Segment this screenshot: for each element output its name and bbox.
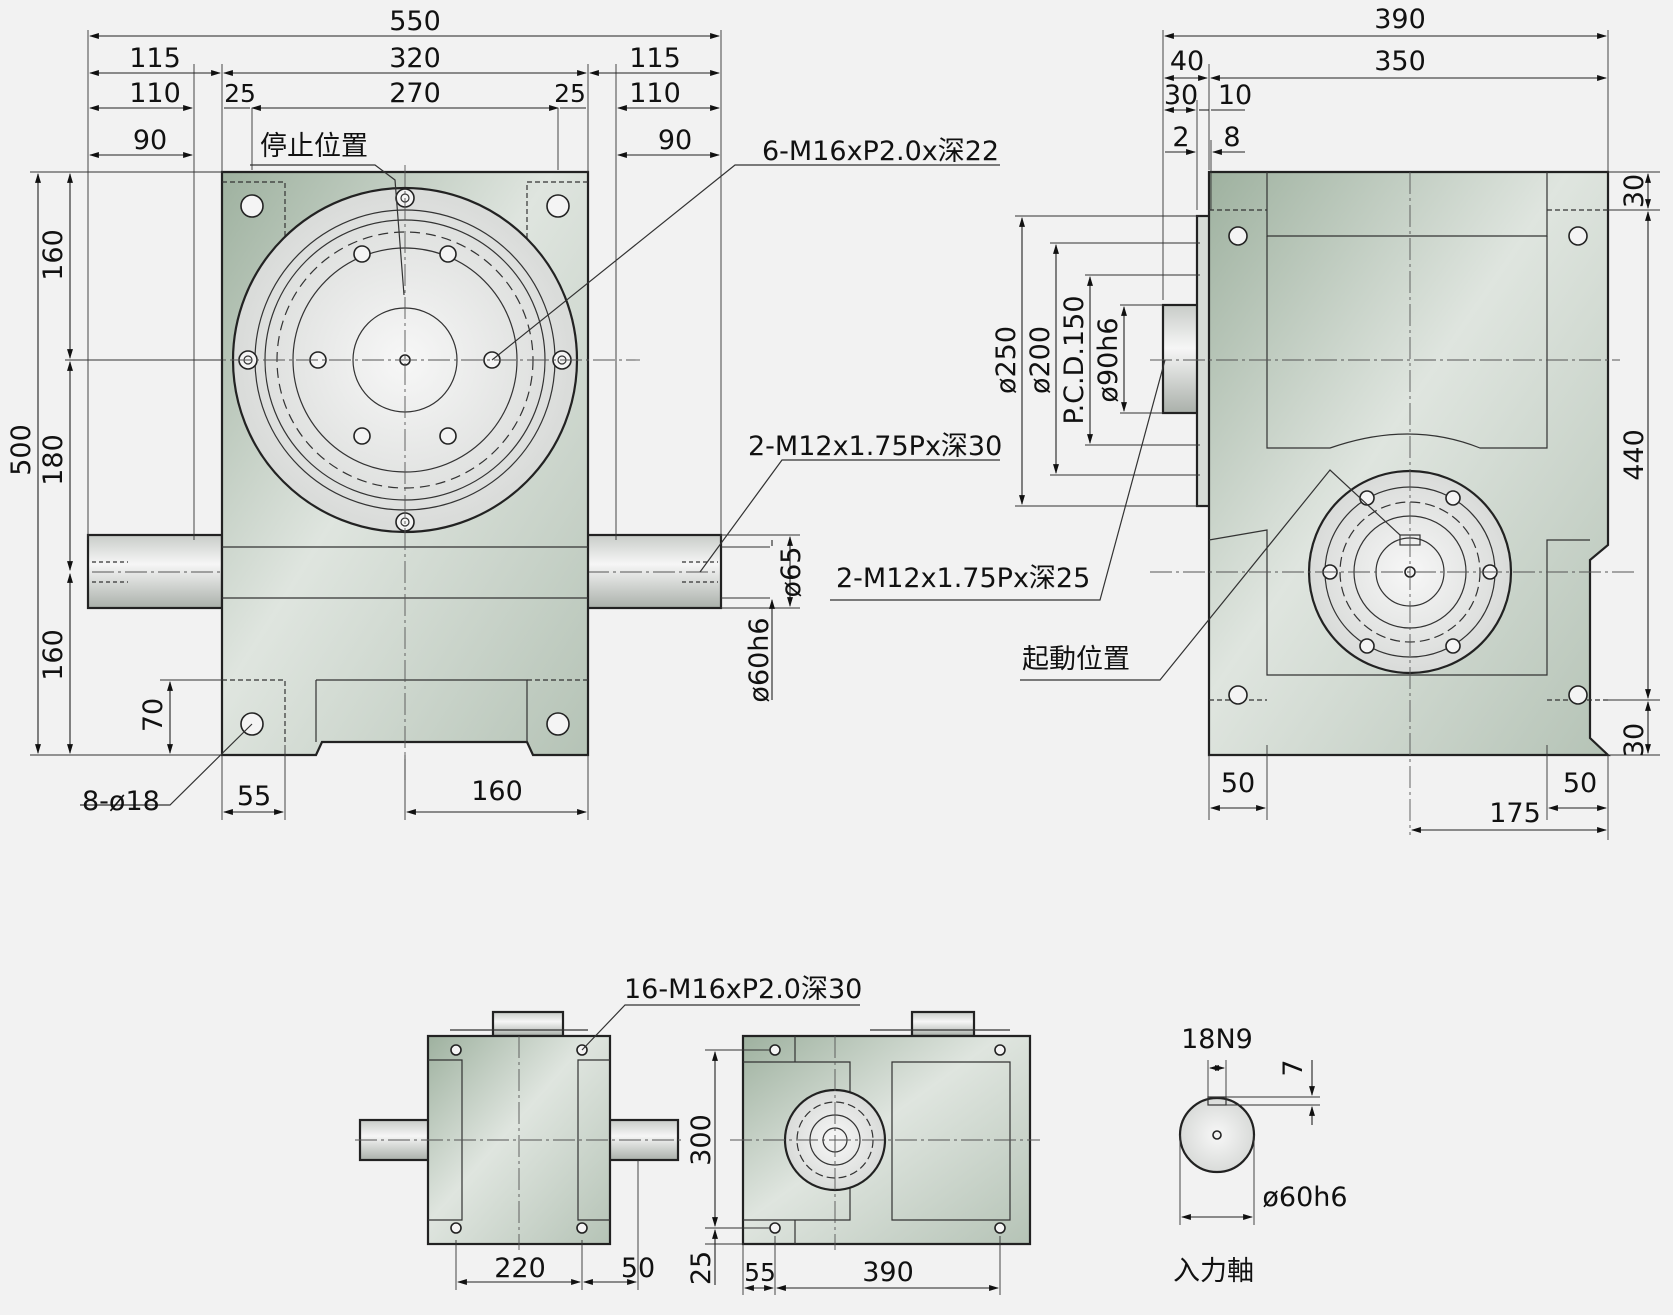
side-bottom-taps [769, 1044, 1006, 1234]
dim-key-18n9: 18N9 [1181, 1024, 1253, 1055]
dim-front-320: 320 [389, 43, 441, 74]
dim-side-50-right: 50 [1563, 768, 1597, 799]
label-bottom-taps: 16-M16xP2.0深30 [624, 974, 862, 1005]
dim-front-70: 70 [138, 698, 169, 732]
side-bottom-view [730, 1010, 1040, 1250]
dim-side-d250: ø250 [991, 326, 1022, 394]
label-tap-shaft-side: 2-M12x1.75Px深25 [836, 563, 1090, 594]
top-view [355, 1010, 685, 1250]
dim-side-30: 30 [1164, 80, 1198, 111]
dim-sb-55: 55 [744, 1258, 776, 1287]
dim-side-30-bottom: 30 [1619, 723, 1650, 757]
dim-front-90-left: 90 [133, 125, 167, 156]
dim-side-390: 390 [1374, 4, 1426, 35]
dim-side-40: 40 [1170, 46, 1204, 77]
front-view [65, 165, 723, 780]
dim-front-90-right: 90 [658, 125, 692, 156]
label-input-shaft: 入力軸 [1173, 1256, 1254, 1287]
dim-side-30-top: 30 [1619, 174, 1650, 208]
dim-front-d65: ø65 [776, 547, 807, 598]
label-tap-shaft-front: 2-M12x1.75Px深30 [748, 431, 1002, 462]
dim-top-50: 50 [621, 1253, 655, 1284]
dim-front-550: 550 [389, 6, 441, 37]
top-view-dimensions: 220 50 16-M16xP2.0深30 [455, 974, 862, 1290]
dim-sb-300: 300 [686, 1114, 717, 1166]
dim-front-115-left: 115 [129, 43, 181, 74]
input-shaft-left [86, 533, 224, 610]
dim-side-d200: ø200 [1025, 326, 1056, 394]
dim-front-d60h6: ø60h6 [744, 617, 775, 702]
label-base-holes: 8-ø18 [82, 786, 160, 817]
side-bottom-dimensions: 300 25 55 390 [686, 1049, 1001, 1295]
dim-sb-25: 25 [686, 1251, 717, 1285]
dim-front-160-bottom: 160 [38, 629, 69, 681]
dim-side-8: 8 [1223, 122, 1240, 153]
dim-side-d90h6: ø90h6 [1093, 317, 1124, 402]
side-view [1150, 170, 1635, 835]
dim-front-25-right: 25 [554, 79, 586, 108]
dim-front-270: 270 [389, 78, 441, 109]
dim-side-440: 440 [1619, 429, 1650, 481]
housing-side-bottom-view [741, 1034, 1032, 1246]
dim-front-110-right: 110 [629, 78, 681, 109]
dim-front-115-right: 115 [629, 43, 681, 74]
dim-front-160-top: 160 [38, 229, 69, 281]
label-start-position: 起動位置 [1022, 644, 1130, 675]
dim-front-25-left: 25 [224, 79, 256, 108]
keyway-detail: 18N9 7 ø60h6 入力軸 [1173, 1024, 1348, 1287]
dim-front-160-base: 160 [471, 776, 523, 807]
dim-side-175: 175 [1489, 798, 1541, 829]
housing-side [1207, 170, 1611, 757]
dim-front-500: 500 [6, 424, 37, 476]
dim-front-110-left: 110 [129, 78, 181, 109]
label-tap-top: 6-M16xP2.0x深22 [762, 136, 999, 167]
dim-side-2: 2 [1172, 122, 1189, 153]
front-dimension-texts: 550 115 320 115 110 25 270 25 110 90 90 … [6, 6, 1002, 817]
dim-key-7: 7 [1278, 1059, 1309, 1076]
dim-front-55: 55 [237, 781, 271, 812]
dim-top-220: 220 [494, 1253, 546, 1284]
side-dimension-texts: 390 40 350 30 10 2 8 ø250 ø200 P.C.D.150… [836, 4, 1650, 829]
front-dimensions [30, 30, 1000, 820]
dim-side-50-left: 50 [1221, 768, 1255, 799]
disc-holes [238, 188, 572, 532]
dim-side-10: 10 [1218, 80, 1252, 111]
dim-side-350: 350 [1374, 46, 1426, 77]
dim-side-pcd150: P.C.D.150 [1059, 295, 1090, 424]
dim-key-d60h6: ø60h6 [1262, 1182, 1347, 1213]
dim-sb-390: 390 [862, 1257, 914, 1288]
label-stop-position: 停止位置 [260, 131, 368, 162]
input-shaft-right [583, 533, 723, 610]
side-dimensions [830, 30, 1660, 840]
side-mount-holes [1228, 226, 1588, 705]
dim-front-180: 180 [38, 434, 69, 486]
